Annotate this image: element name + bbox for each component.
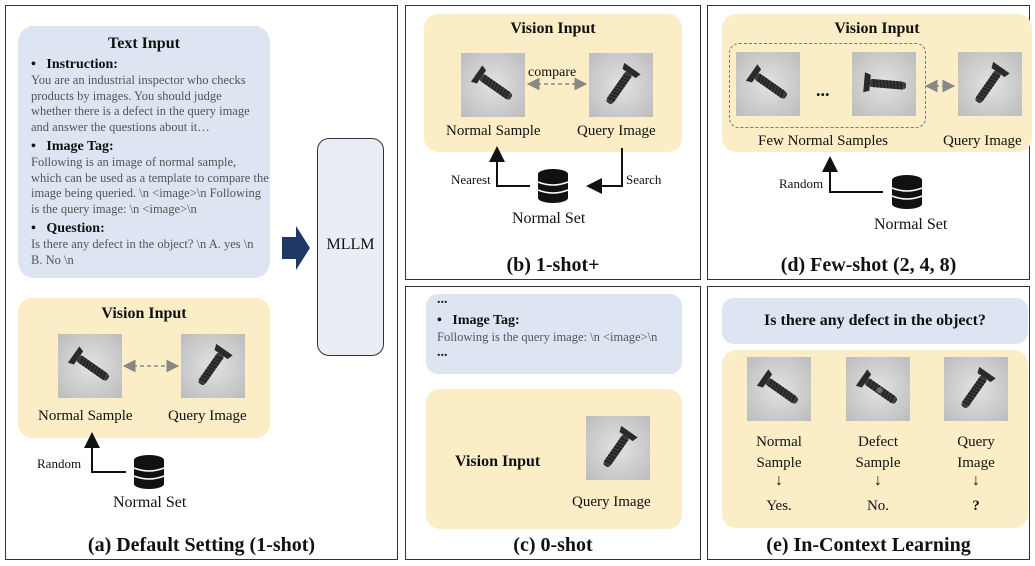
image-tag-head-text-c: Image Tag: [452, 313, 520, 328]
instruction-head-text: Instruction: [46, 57, 118, 72]
caption-b: (b) 1-shot+ [506, 254, 600, 276]
few-sample-image-2 [852, 52, 916, 116]
query-image-e [944, 357, 1008, 421]
vision-input-title-d: Vision Input [834, 20, 920, 37]
bullet-icon: • [437, 313, 453, 328]
random-label-a: Random [37, 456, 82, 471]
database-icon-b [535, 168, 571, 204]
question-e: Is there any defect in the object? [764, 312, 986, 329]
nearest-label: Nearest [451, 172, 491, 187]
caption-a: (a) Default Setting (1-shot) [87, 534, 316, 556]
database-icon-a [131, 454, 167, 490]
question-body: Is there any defect in the object? \n A.… [31, 237, 254, 267]
normal-sample-image-a [58, 334, 122, 398]
col3-down-arrow-icon: ↓ [972, 472, 980, 489]
image-tag-body: Following is an image of normal sample, … [31, 155, 269, 216]
col2-line2: Sample [855, 455, 901, 471]
caption-c: (c) 0-shot [513, 534, 593, 556]
text-box-c [426, 294, 682, 374]
search-label: Search [626, 172, 662, 187]
bullet-icon: • [31, 57, 47, 72]
random-label-d: Random [779, 176, 824, 191]
image-tag-body-c: Following is the query image: \n <image>… [437, 330, 658, 344]
vision-input-title-c: Vision Input [455, 453, 541, 470]
query-image-c [586, 416, 650, 480]
col2-down-arrow-icon: ↓ [874, 472, 882, 489]
vision-input-title-b: Vision Input [510, 20, 596, 37]
col3-line2: Image [957, 455, 995, 471]
col2-answer: No. [866, 498, 890, 514]
image-tag-head-text: Image Tag: [46, 139, 114, 154]
normal-sample-label-a: Normal Sample [38, 408, 133, 424]
few-samples-dots: ... [816, 80, 830, 100]
question-box-e [722, 298, 1028, 344]
few-normal-label: Few Normal Samples [758, 133, 888, 149]
normal-sample-image-e [747, 357, 811, 421]
col1-answer: Yes. [766, 498, 792, 514]
mllm-box [317, 138, 384, 356]
vision-input-title-a: Vision Input [101, 305, 187, 322]
question-heading: • Question: [31, 221, 105, 237]
question-head-text: Question: [46, 221, 105, 236]
col1-down-arrow-icon: ↓ [775, 472, 783, 489]
col3-line1: Query [957, 434, 995, 450]
normal-set-label-d: Normal Set [874, 216, 948, 233]
col2-line1: Defect [858, 434, 898, 450]
caption-d: (d) Few-shot (2, 4, 8) [780, 254, 957, 276]
query-image-d [958, 52, 1022, 116]
query-image-a [181, 334, 245, 398]
query-image-b [589, 53, 653, 117]
image-tag-heading: • Image Tag: [31, 139, 114, 155]
query-image-label-b: Query Image [577, 123, 656, 139]
text-input-box [18, 26, 270, 278]
few-sample-image-1 [736, 52, 800, 116]
defect-sample-image-e [846, 357, 910, 421]
query-image-label-c: Query Image [572, 494, 651, 510]
compare-label: compare [528, 65, 577, 80]
text-input-title: Text Input [108, 35, 180, 52]
query-image-label-a: Query Image [168, 408, 247, 424]
instruction-heading: • Instruction: [31, 57, 118, 73]
instruction-body: You are an industrial inspector who chec… [31, 73, 250, 134]
image-tag-heading-c: • Image Tag: [437, 313, 520, 329]
database-icon-d [889, 174, 925, 210]
normal-sample-image-b [461, 53, 525, 117]
query-image-label-d: Query Image [943, 133, 1022, 149]
col3-answer: ? [972, 498, 980, 514]
ellipsis-top-c: ... [437, 292, 448, 307]
col1-line1: Normal [756, 434, 802, 450]
normal-set-label-a: Normal Set [113, 494, 187, 511]
col1-line2: Sample [756, 455, 802, 471]
bullet-icon: • [31, 221, 47, 236]
bullet-icon: • [31, 139, 47, 154]
normal-set-label-b: Normal Set [512, 210, 586, 227]
caption-e: (e) In-Context Learning [766, 534, 971, 556]
mllm-label: MLLM [326, 236, 375, 253]
normal-sample-label-b: Normal Sample [446, 123, 541, 139]
ellipsis-bottom-c: ... [437, 345, 448, 360]
